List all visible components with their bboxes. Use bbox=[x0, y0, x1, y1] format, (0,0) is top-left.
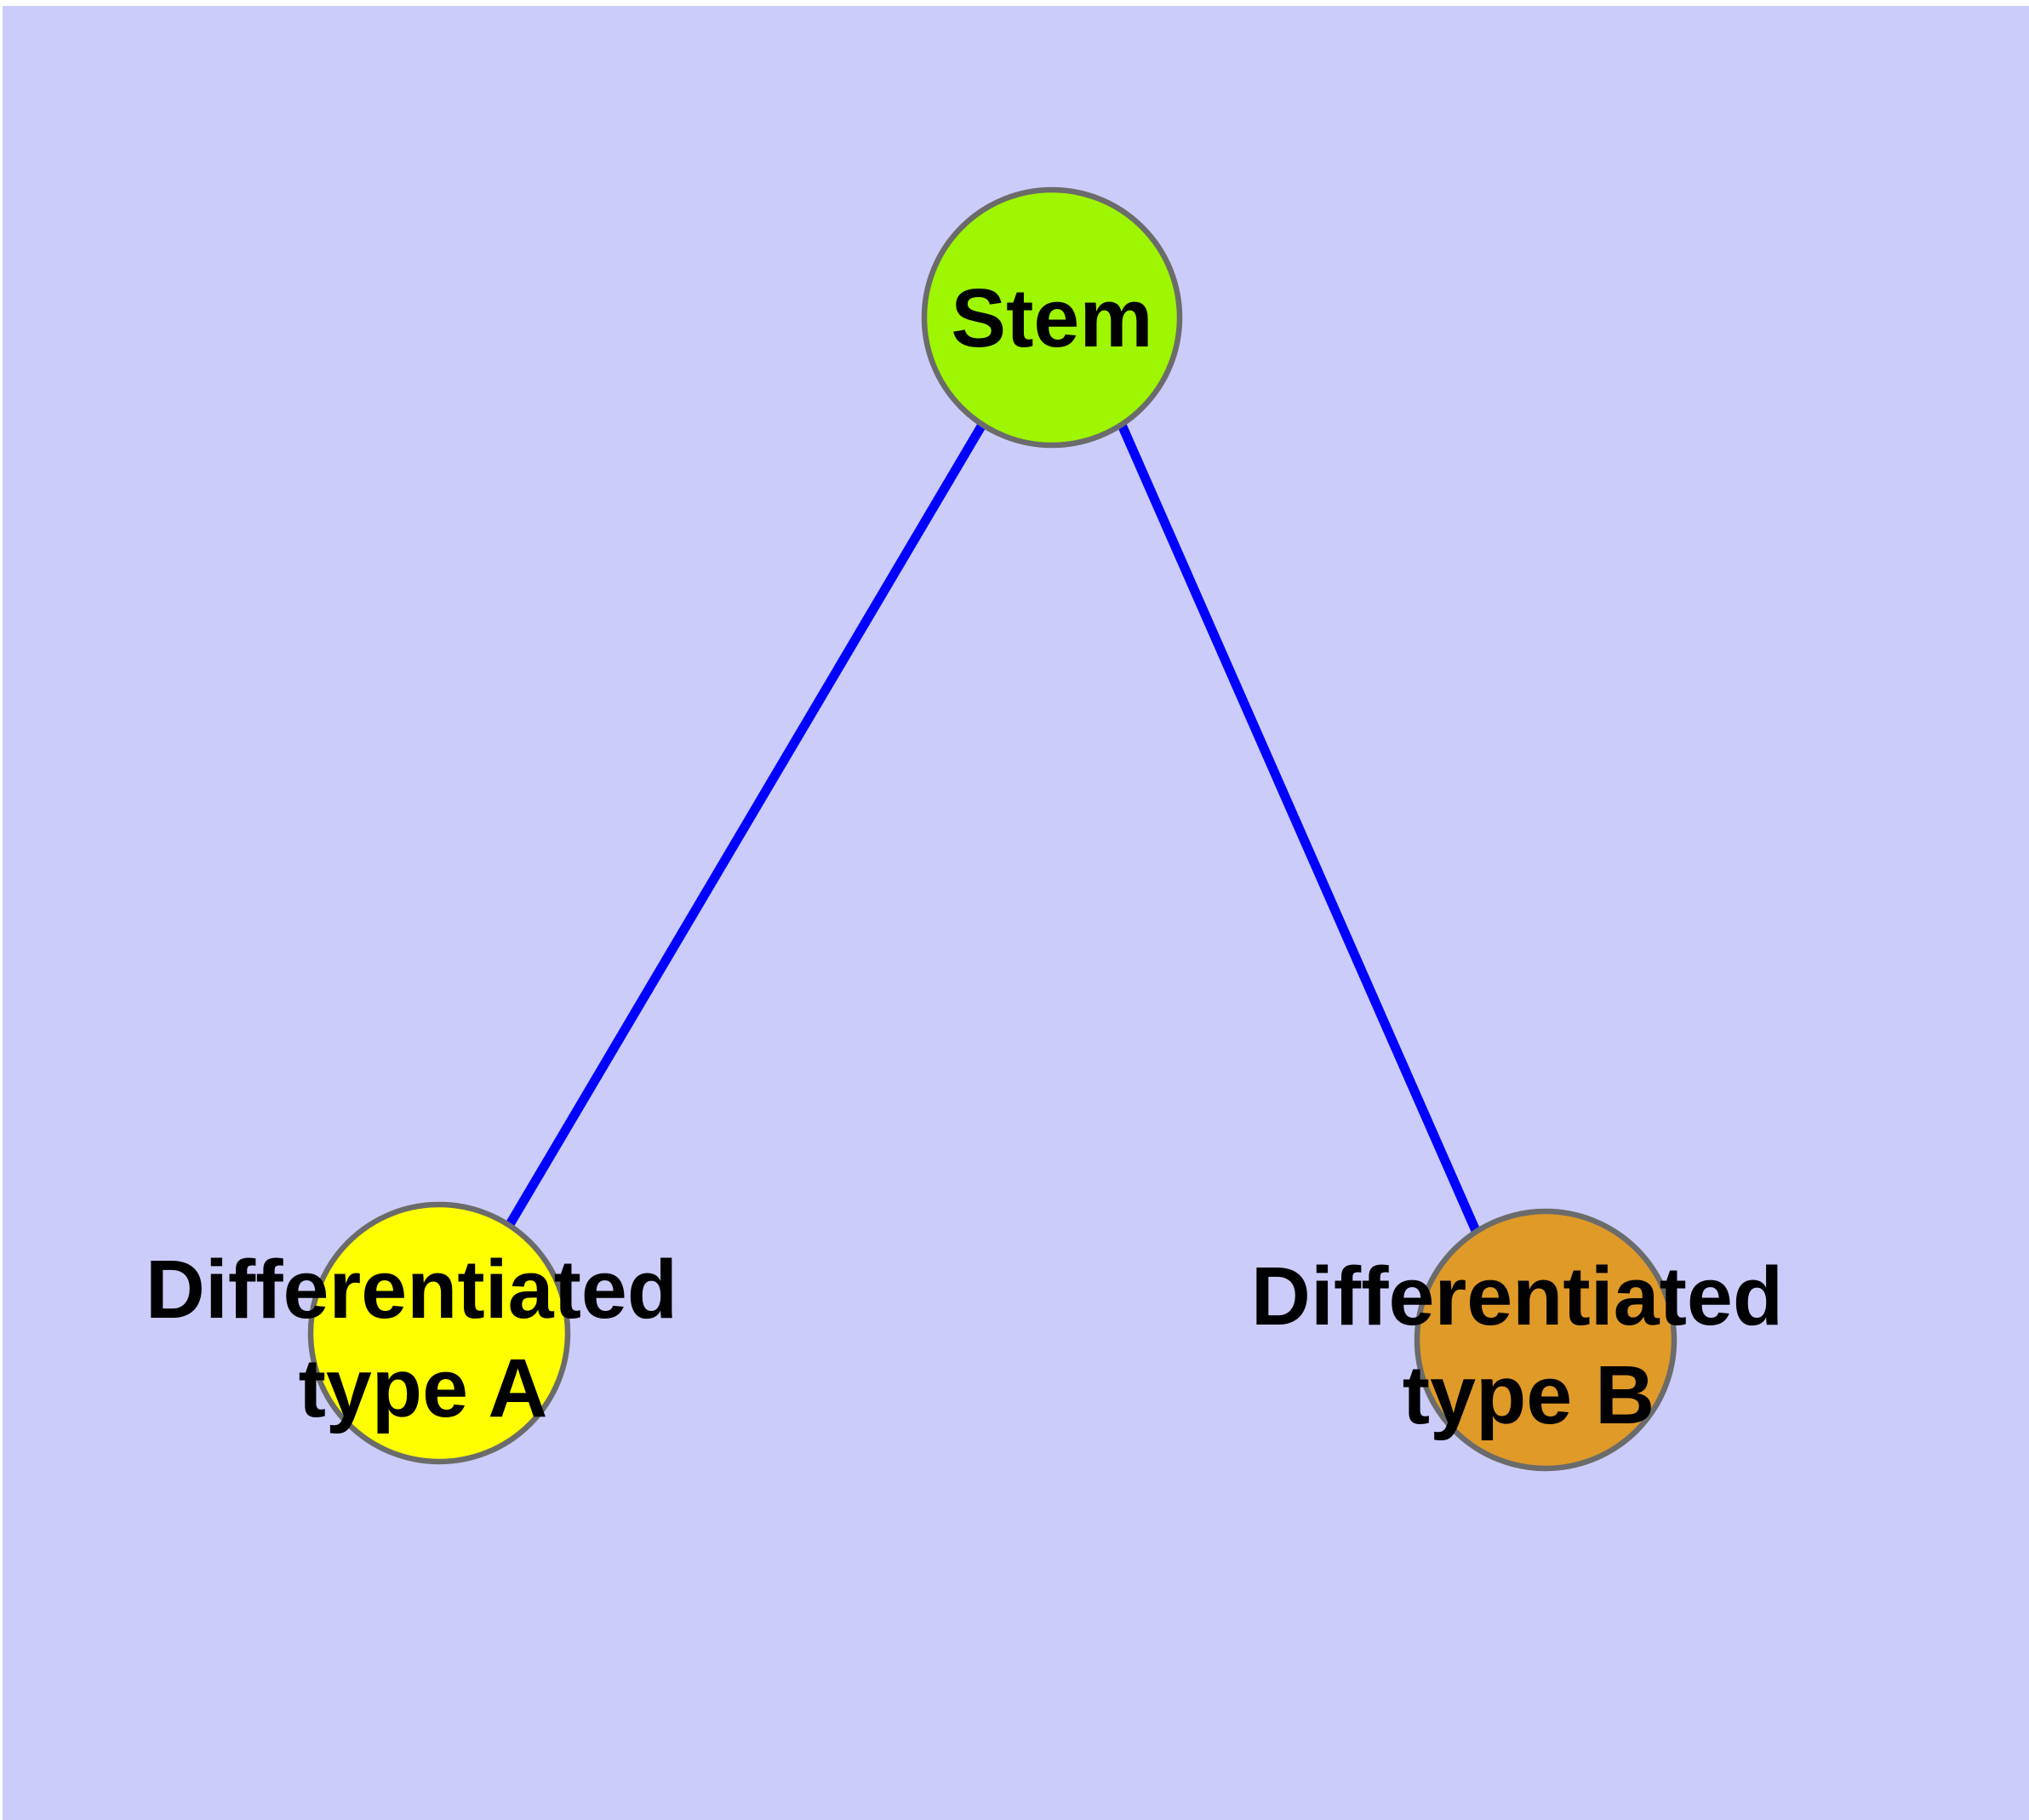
node-type-b-label-line-1: Differentiated bbox=[1251, 1250, 1783, 1342]
node-type-b-label-line-2: type B bbox=[1403, 1348, 1655, 1441]
edge-stem-to-type-b[interactable] bbox=[1117, 422, 1482, 1235]
node-type-a-label-line-2: type A bbox=[299, 1342, 548, 1434]
node-type-a-label: Differentiated type A bbox=[146, 1243, 700, 1434]
node-stem-circle[interactable] bbox=[921, 186, 1183, 449]
node-differentiated-type-a[interactable]: Differentiated type A bbox=[146, 1201, 700, 1465]
node-layer: Stem Differentiated type A Differentiate… bbox=[146, 186, 1806, 1472]
node-differentiated-type-b[interactable]: Differentiated type B bbox=[1251, 1208, 1806, 1472]
node-stem-label: Stem bbox=[951, 272, 1152, 364]
edge-layer bbox=[505, 422, 1482, 1235]
node-stem[interactable]: Stem bbox=[921, 186, 1183, 449]
node-type-b-label: Differentiated type B bbox=[1251, 1250, 1806, 1441]
node-type-a-circle[interactable] bbox=[307, 1201, 571, 1465]
node-type-a-label-line-1: Differentiated bbox=[146, 1243, 677, 1336]
node-type-b-circle[interactable] bbox=[1414, 1208, 1677, 1472]
node-stem-label-line-1: Stem bbox=[951, 272, 1152, 364]
edge-stem-to-type-a[interactable] bbox=[505, 422, 986, 1228]
